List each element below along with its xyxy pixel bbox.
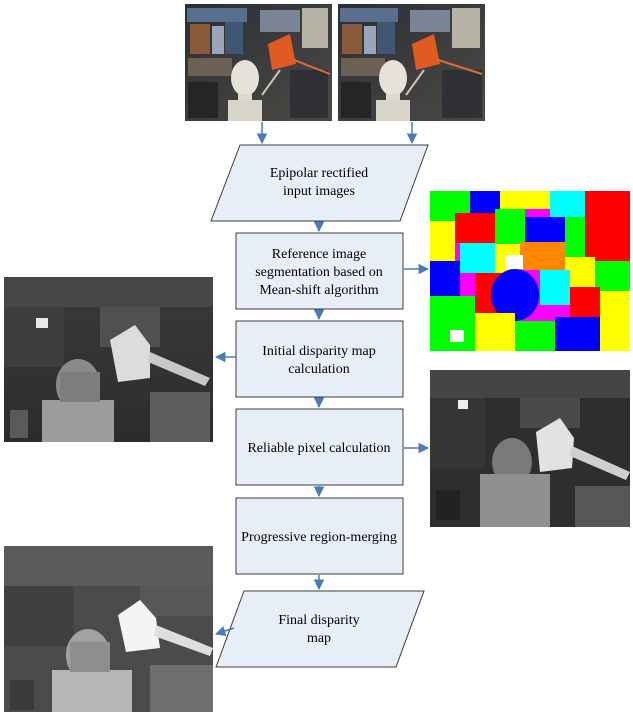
step-rectified-line-2: input images: [283, 184, 355, 199]
step-segmentation-line-2: segmentation based on: [255, 265, 383, 280]
step-initial-line-1: Initial disparity map: [262, 344, 376, 359]
left-input-photo: [185, 4, 332, 121]
step-rectified-line-1: Epipolar rectified: [270, 166, 368, 181]
step-rectified-box: [210, 144, 429, 222]
segmentation-result-image: [430, 191, 630, 351]
initial-disparity-image: [4, 277, 213, 442]
final-disparity-image: [4, 546, 213, 712]
step-reliable-box: [235, 408, 404, 486]
step-final-line-2: map: [307, 631, 331, 646]
arrow-final-to-final-image: [215, 626, 235, 636]
step-final-line-1: Final disparity: [278, 613, 359, 628]
reliable-pixel-image: [430, 370, 630, 527]
step-segmentation-box: [235, 232, 404, 310]
step-initial-box: [235, 320, 404, 398]
step-segmentation-line-3: Mean-shift algorithm: [259, 283, 378, 298]
step-final-box: [215, 590, 425, 668]
step-initial-line-2: calculation: [288, 362, 349, 377]
right-input-photo: [338, 4, 485, 121]
step-reliable-line-1: Reliable pixel calculation: [247, 441, 390, 456]
step-merging-box: [235, 497, 404, 575]
step-segmentation-line-1: Reference image: [272, 247, 366, 262]
step-merging-line-1: Progressive region-merging: [241, 530, 397, 545]
